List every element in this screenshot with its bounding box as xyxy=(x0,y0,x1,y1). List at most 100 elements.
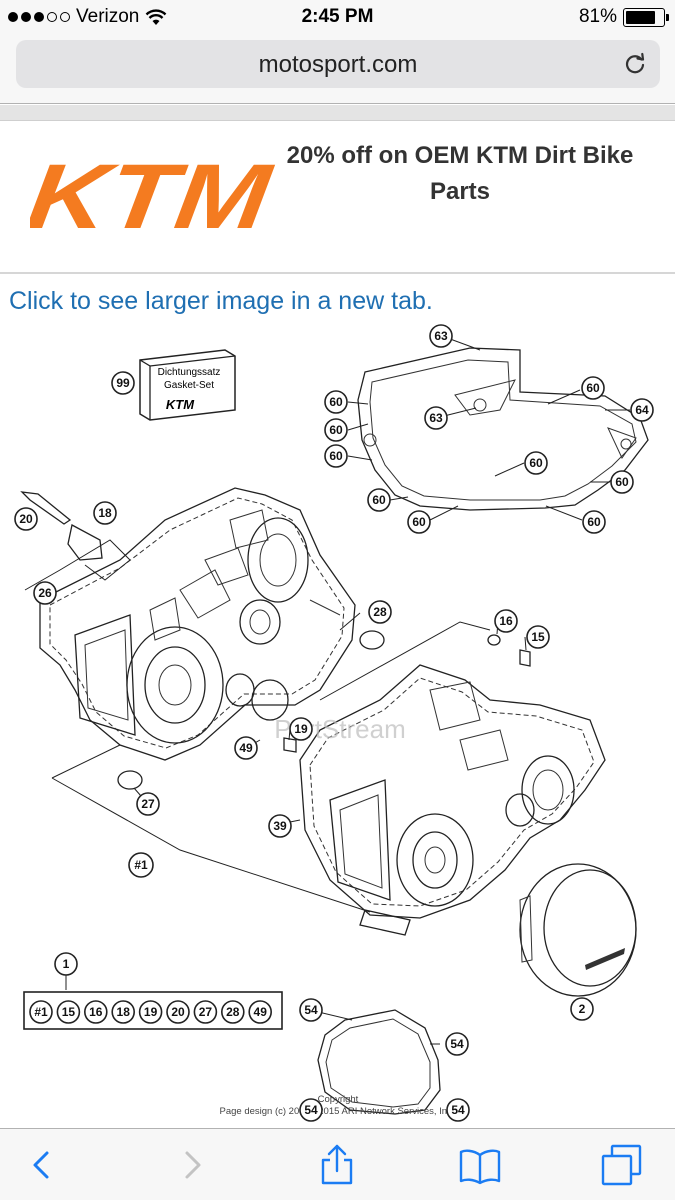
parts-diagram[interactable]: .ln { stroke:#222; stroke-width:1.3; fil… xyxy=(0,318,675,1128)
callout-54[interactable]: 54 xyxy=(446,1098,470,1122)
callout-54[interactable]: 54 xyxy=(445,1032,469,1056)
svg-text:19: 19 xyxy=(294,722,308,736)
promo-line-1: 20% off on OEM KTM Dirt Bike xyxy=(286,142,634,169)
gasket-kit-label-2: Gasket-Set xyxy=(164,380,214,391)
larger-image-link[interactable]: Click to see larger image in a new tab. xyxy=(9,287,433,315)
carrier-name: Verizon xyxy=(76,6,140,27)
ktm-logo: KTM xyxy=(30,152,278,238)
kit-item-label: 18 xyxy=(117,1005,131,1019)
copyright-label: Copyright xyxy=(318,1094,359,1105)
kit-item-label: 16 xyxy=(89,1005,103,1019)
ignition-cover xyxy=(519,863,637,997)
tabs-icon[interactable] xyxy=(600,1143,644,1187)
svg-text:63: 63 xyxy=(429,411,443,425)
callout-26[interactable]: 26 xyxy=(33,581,57,605)
callout-markers: 99 63 63 64 60 60 60 60 60 60 60 60 60 2… xyxy=(14,324,654,1122)
kit-item-label: 28 xyxy=(226,1005,240,1019)
callout-16[interactable]: 16 xyxy=(494,609,518,633)
svg-text:54: 54 xyxy=(450,1037,464,1051)
svg-text:39: 39 xyxy=(273,819,287,833)
kit-item-19[interactable]: 19 xyxy=(138,1000,163,1024)
callout-99[interactable]: 99 xyxy=(111,371,135,395)
callout-64[interactable]: 64 xyxy=(630,398,654,422)
right-crankcase xyxy=(299,664,606,936)
callout-49[interactable]: 49 xyxy=(234,736,258,760)
callout-60[interactable]: 60 xyxy=(367,488,391,512)
callout-1[interactable]: 1 xyxy=(54,952,78,976)
callout-60[interactable]: 60 xyxy=(324,390,348,414)
kit-item-sub1[interactable]: #1 xyxy=(29,1000,53,1024)
callout-60[interactable]: 60 xyxy=(324,418,348,442)
svg-text:54: 54 xyxy=(304,1103,318,1117)
callout-20[interactable]: 20 xyxy=(14,507,38,531)
callout-19[interactable]: 19 xyxy=(289,717,313,741)
callout-63[interactable]: 63 xyxy=(429,324,453,348)
callout-60[interactable]: 60 xyxy=(324,444,348,468)
address-bar[interactable]: motosport.com xyxy=(16,40,660,88)
page-top-strip xyxy=(0,105,675,121)
svg-text:27: 27 xyxy=(141,797,155,811)
gasket-kit-label-1: Dichtungssatz xyxy=(158,367,221,378)
promo-banner[interactable]: KTM 20% off on OEM KTM Dirt Bike Parts xyxy=(0,122,675,274)
chevron-left-icon[interactable] xyxy=(20,1143,64,1187)
callout-2[interactable]: 2 xyxy=(570,997,594,1021)
kit-item-label: 19 xyxy=(144,1005,158,1019)
svg-text:2: 2 xyxy=(579,1002,586,1016)
gasket-kit-brand: KTM xyxy=(166,397,195,412)
callout-60[interactable]: 60 xyxy=(610,470,634,494)
kit-item-15[interactable]: 15 xyxy=(56,1000,81,1024)
crankcase-gasket xyxy=(357,347,649,511)
battery-level xyxy=(626,10,656,24)
ignition-cover-gasket xyxy=(317,1009,441,1115)
callout-28[interactable]: 28 xyxy=(368,600,392,624)
callout-60[interactable]: 60 xyxy=(524,451,548,475)
kit-item-20[interactable]: 20 xyxy=(166,1000,190,1024)
callout-39[interactable]: 39 xyxy=(268,814,292,838)
callout-54[interactable]: 54 xyxy=(299,1098,323,1122)
kit-item-16[interactable]: 16 xyxy=(84,1000,108,1024)
promo-line-2: Parts xyxy=(429,178,491,205)
svg-text:60: 60 xyxy=(329,423,343,437)
leader-lines xyxy=(24,335,630,1045)
svg-text:63: 63 xyxy=(434,329,448,343)
reload-icon[interactable] xyxy=(622,51,648,77)
callout-18[interactable]: 18 xyxy=(93,501,117,525)
copyright-text: Page design (c) 2004 - 2015 ARI Network … xyxy=(220,1106,455,1117)
status-time: 2:45 PM xyxy=(301,6,374,27)
chevron-right-icon[interactable] xyxy=(170,1143,214,1187)
svg-text:60: 60 xyxy=(329,449,343,463)
book-icon[interactable] xyxy=(458,1143,502,1187)
callout-60[interactable]: 60 xyxy=(581,376,605,400)
gasket-kit-box: Dichtungssatz Gasket-Set KTM xyxy=(139,349,236,421)
signal-strength-icon xyxy=(8,12,70,22)
svg-text:16: 16 xyxy=(499,614,513,628)
svg-text:64: 64 xyxy=(635,403,649,417)
share-icon[interactable] xyxy=(315,1143,359,1187)
kit-item-label: 49 xyxy=(254,1005,268,1019)
kit-item-28[interactable]: 28 xyxy=(221,1000,245,1024)
left-crankcase xyxy=(39,487,356,761)
svg-text:54: 54 xyxy=(451,1103,465,1117)
kit-item-27[interactable]: 27 xyxy=(193,1000,218,1024)
battery-icon xyxy=(623,7,669,27)
callout-15[interactable]: 15 xyxy=(526,625,550,649)
url-text[interactable]: motosport.com xyxy=(258,51,418,78)
promo-text[interactable]: 20% off on OEM KTM Dirt Bike Parts xyxy=(268,138,652,210)
kit-item-49[interactable]: 49 xyxy=(248,1000,273,1024)
svg-text:60: 60 xyxy=(412,515,426,529)
battery-percent: 81% xyxy=(578,6,617,27)
svg-text:99: 99 xyxy=(116,376,130,390)
svg-text:20: 20 xyxy=(19,512,33,526)
callout-60[interactable]: 60 xyxy=(407,510,431,534)
svg-text:60: 60 xyxy=(587,515,601,529)
callout-63[interactable]: 63 xyxy=(424,406,448,430)
svg-text:60: 60 xyxy=(615,475,629,489)
callout-27[interactable]: 27 xyxy=(136,792,160,816)
callout-1-subassembly[interactable]: #1 xyxy=(128,852,154,878)
svg-text:1: 1 xyxy=(63,957,70,971)
kit-item-18[interactable]: 18 xyxy=(111,1000,135,1024)
callout-60[interactable]: 60 xyxy=(582,510,606,534)
svg-text:54: 54 xyxy=(304,1003,318,1017)
callout-54[interactable]: 54 xyxy=(299,998,323,1022)
